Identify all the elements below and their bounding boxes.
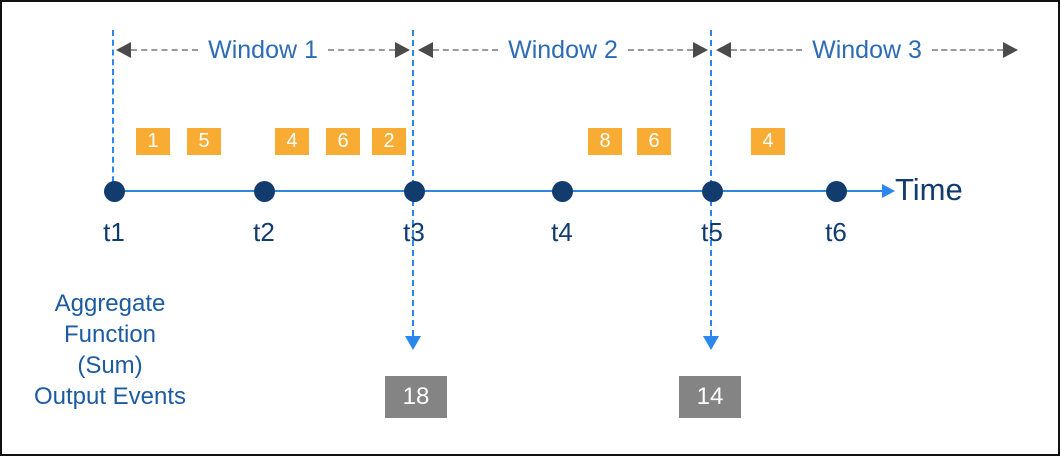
tick-label-t4: t4	[551, 217, 573, 247]
arrow-left-icon	[116, 42, 131, 58]
event-box: 6	[326, 128, 360, 155]
tick-label-t5: t5	[701, 217, 723, 247]
event-box: 2	[372, 128, 406, 155]
timeline-dot-t5	[702, 181, 723, 202]
timeline-arrow-icon	[882, 184, 895, 198]
aggregate-function-label: Aggregate Function (Sum)	[28, 288, 192, 381]
event-box: 1	[136, 128, 170, 155]
event-box: 5	[187, 128, 221, 155]
down-arrow-icon-t3	[405, 336, 421, 350]
down-arrow-icon-t5	[703, 336, 719, 350]
arrow-left-icon	[716, 42, 731, 58]
event-box: 4	[275, 128, 309, 155]
timeline-dot-t1	[104, 181, 125, 202]
window-2-label: Window 2	[508, 35, 618, 64]
output-box-t3: 18	[385, 376, 447, 418]
timeline-dot-t6	[826, 181, 847, 202]
window-boundary-line-t1	[112, 30, 114, 192]
event-box: 8	[588, 128, 622, 155]
aggregate-function-line1: Aggregate	[54, 290, 166, 317]
timeline-dot-t4	[552, 181, 573, 202]
output-box-t5: 14	[679, 376, 741, 418]
event-box: 6	[637, 128, 671, 155]
arrow-left-icon	[418, 42, 433, 58]
dashed-line	[433, 49, 499, 51]
tick-label-t3: t3	[403, 217, 425, 247]
dashed-line	[627, 49, 694, 51]
timeline-axis	[114, 190, 882, 192]
tick-label-t2: t2	[253, 217, 275, 247]
window-1-band: Window 1	[116, 35, 411, 65]
window-3-label: Window 3	[812, 35, 922, 64]
tick-label-t6: t6	[825, 217, 847, 247]
dashed-line	[131, 49, 199, 51]
dashed-line	[731, 49, 803, 51]
event-box: 4	[751, 128, 785, 155]
timeline-dot-t2	[254, 181, 275, 202]
window-1-label: Window 1	[208, 35, 318, 64]
window-2-band: Window 2	[418, 35, 709, 65]
time-axis-label: Time	[895, 172, 963, 207]
arrow-right-icon	[1003, 42, 1019, 58]
arrow-right-icon	[395, 42, 411, 58]
arrow-right-icon	[693, 42, 709, 58]
dashed-line	[327, 49, 396, 51]
output-events-label: Output Events	[33, 383, 187, 410]
aggregate-function-line2: Function (Sum)	[63, 321, 157, 379]
tick-label-t1: t1	[103, 217, 125, 247]
timeline-dot-t3	[404, 181, 425, 202]
dashed-line	[931, 49, 1004, 51]
window-3-band: Window 3	[716, 35, 1019, 65]
